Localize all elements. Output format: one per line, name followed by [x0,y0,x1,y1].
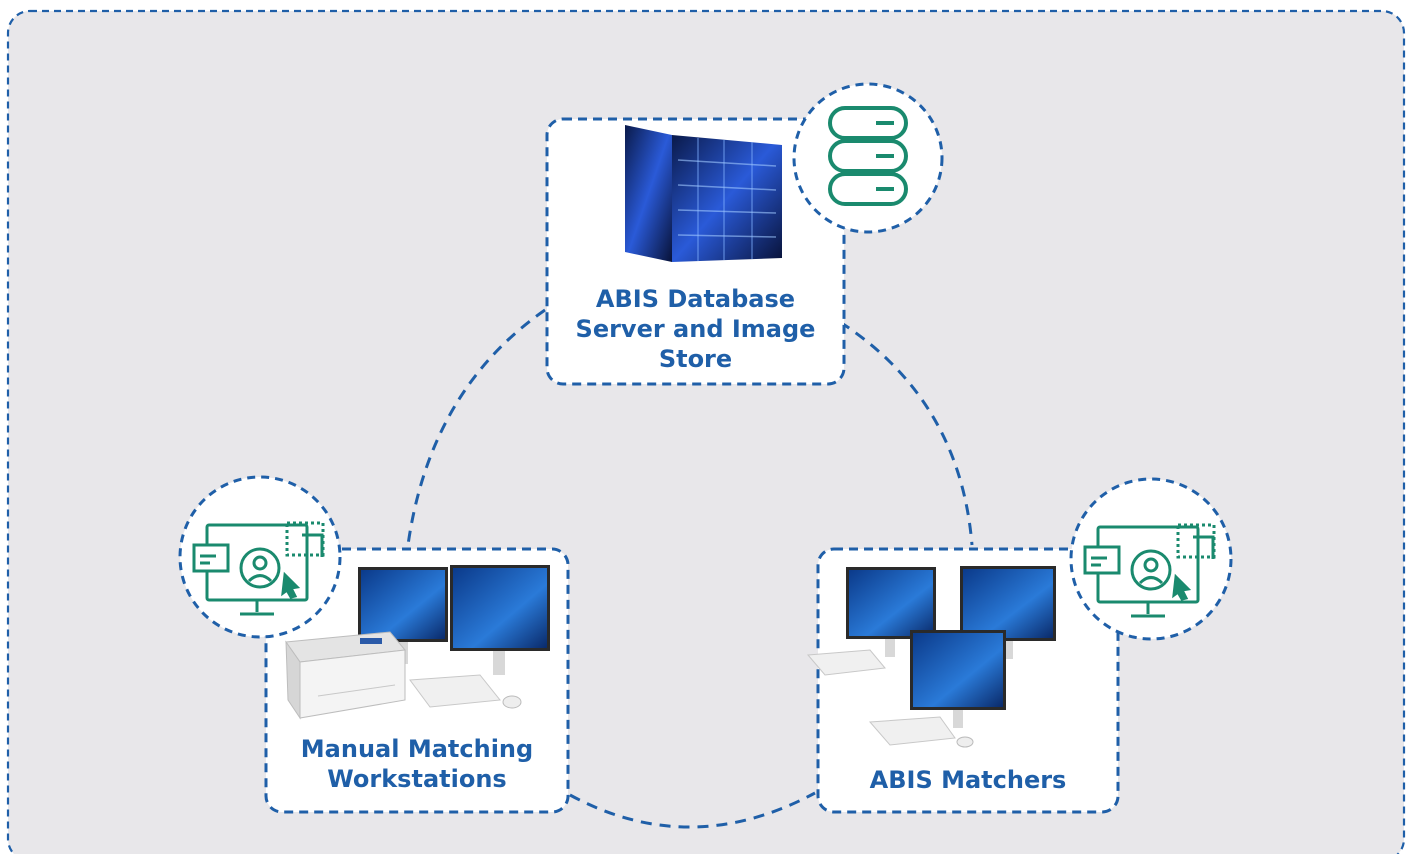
workstations-label-line-2: Workstations [327,765,507,793]
database-label-line-2: Server and Image [575,315,816,343]
database-node-label: ABIS Database Server and Image Store [547,284,844,374]
connection-arc-database-matchers [839,320,974,546]
workstations-label-line-1: Manual Matching [300,735,534,763]
database-icon [828,106,908,206]
printer-and-computers-image [285,565,550,720]
workstation-user-icon [192,521,325,616]
workstation-user-icon [1083,523,1216,618]
three-computers-image [806,566,1056,748]
database-label-line-1: ABIS Database [595,285,796,313]
connection-ring [406,308,974,829]
server-rack-image [625,125,782,262]
database-label-line-3: Store [658,345,733,373]
matchers-node-label: ABIS Matchers [818,765,1118,795]
workstations-node-label: Manual Matching Workstations [266,734,568,794]
connection-arc-database-workstations [406,308,546,546]
matchers-label-line-1: ABIS Matchers [869,766,1067,794]
